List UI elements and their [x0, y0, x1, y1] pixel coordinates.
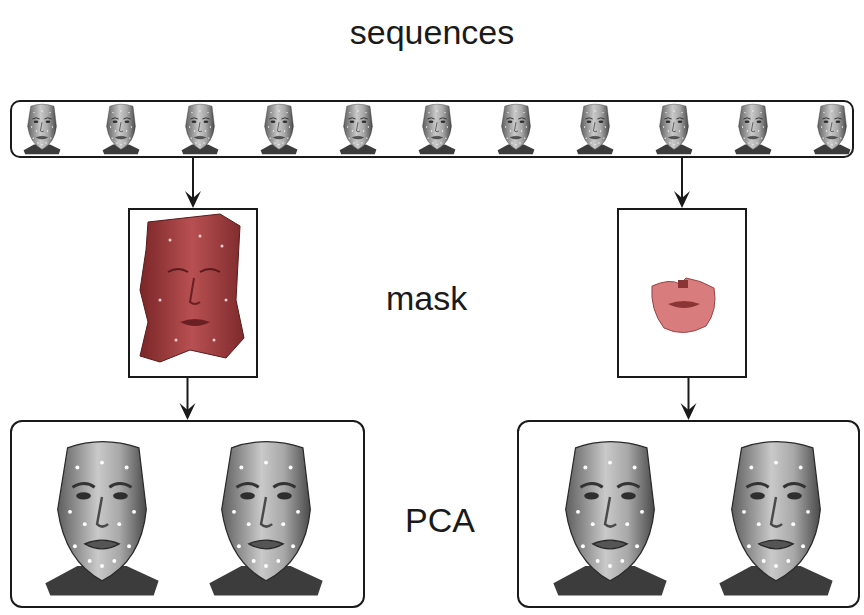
mask-box	[128, 208, 258, 378]
arrow-connector	[674, 158, 690, 208]
arrow-connector	[180, 378, 196, 420]
face-frame	[103, 104, 140, 154]
heading-text: sequences	[12, 13, 852, 52]
face-frame	[577, 104, 614, 154]
pca-box	[10, 420, 365, 608]
stage-label: mask	[386, 279, 467, 318]
face-frame	[735, 104, 772, 154]
mask-box	[617, 208, 747, 378]
face-pca	[209, 442, 322, 596]
arrow-connector	[185, 158, 201, 208]
pca-box	[517, 420, 860, 608]
face-pca	[719, 442, 832, 596]
face-pca	[45, 442, 158, 596]
face-frame	[261, 104, 298, 154]
face-frame	[656, 104, 693, 154]
face-pca	[553, 442, 666, 596]
face-frame	[182, 104, 219, 154]
face-frame	[814, 104, 851, 154]
sequence-box: sequences	[10, 100, 854, 158]
face-frame	[419, 104, 456, 154]
face-mask	[140, 214, 244, 362]
face-frame	[24, 104, 61, 154]
face-frame	[498, 104, 535, 154]
arrow-connector	[681, 378, 697, 420]
mouth-mask	[652, 278, 715, 333]
face-frame	[340, 104, 377, 154]
stage-label: PCA	[405, 501, 475, 540]
